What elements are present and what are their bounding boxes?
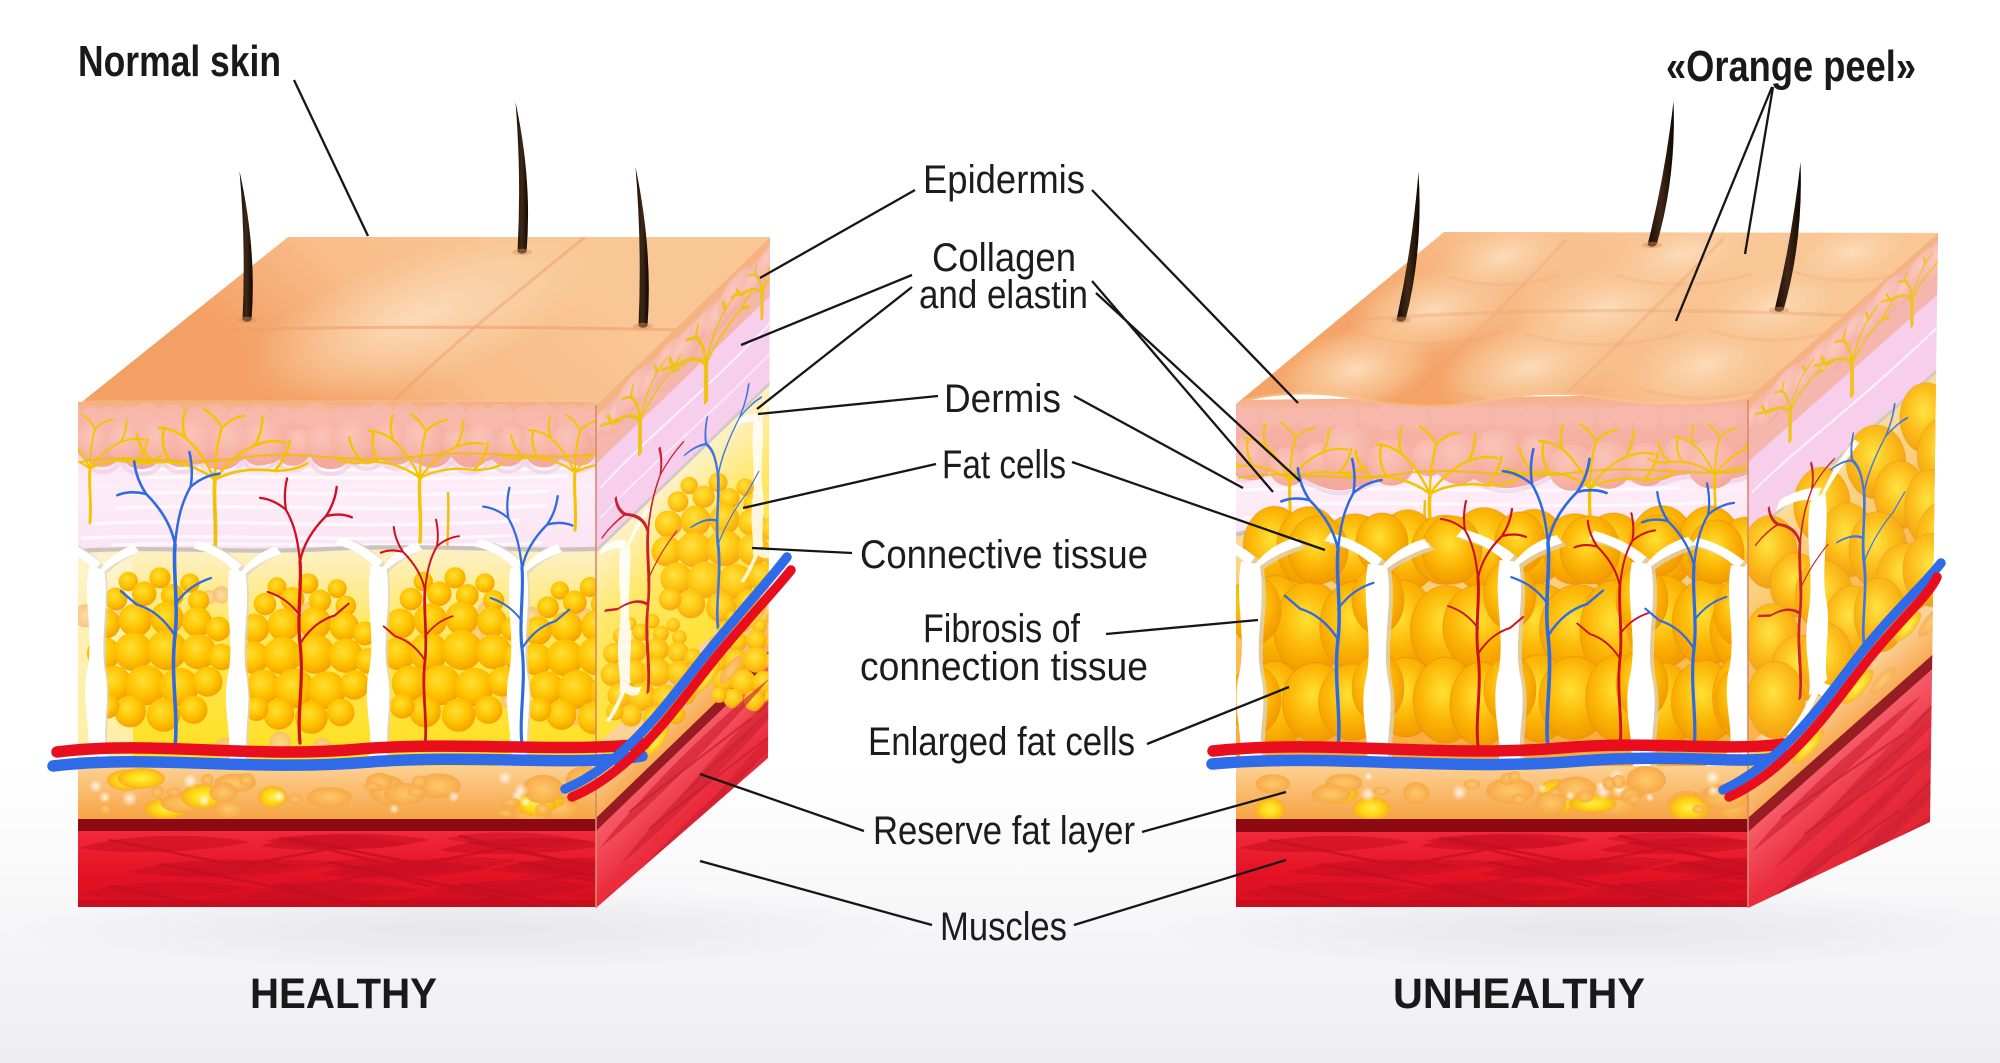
svg-text:Fat cells: Fat cells bbox=[942, 443, 1066, 487]
svg-text:Connective tissue: Connective tissue bbox=[860, 533, 1148, 577]
svg-text:Muscles: Muscles bbox=[940, 905, 1067, 949]
svg-text:Fibrosis of: Fibrosis of bbox=[923, 607, 1081, 651]
svg-text:Epidermis: Epidermis bbox=[923, 158, 1085, 202]
svg-text:Reserve fat layer: Reserve fat layer bbox=[873, 809, 1135, 853]
svg-text:connection tissue: connection tissue bbox=[860, 645, 1148, 689]
svg-text:«Orange peel»: «Orange peel» bbox=[1666, 42, 1916, 91]
svg-text:UNHEALTHY: UNHEALTHY bbox=[1393, 970, 1645, 1018]
svg-text:and elastin: and elastin bbox=[919, 273, 1088, 317]
svg-text:Collagen: Collagen bbox=[932, 236, 1076, 280]
svg-text:HEALTHY: HEALTHY bbox=[250, 970, 437, 1018]
svg-text:Dermis: Dermis bbox=[944, 377, 1061, 421]
svg-text:Normal skin: Normal skin bbox=[78, 37, 281, 86]
svg-text:Enlarged fat cells: Enlarged fat cells bbox=[868, 720, 1135, 764]
